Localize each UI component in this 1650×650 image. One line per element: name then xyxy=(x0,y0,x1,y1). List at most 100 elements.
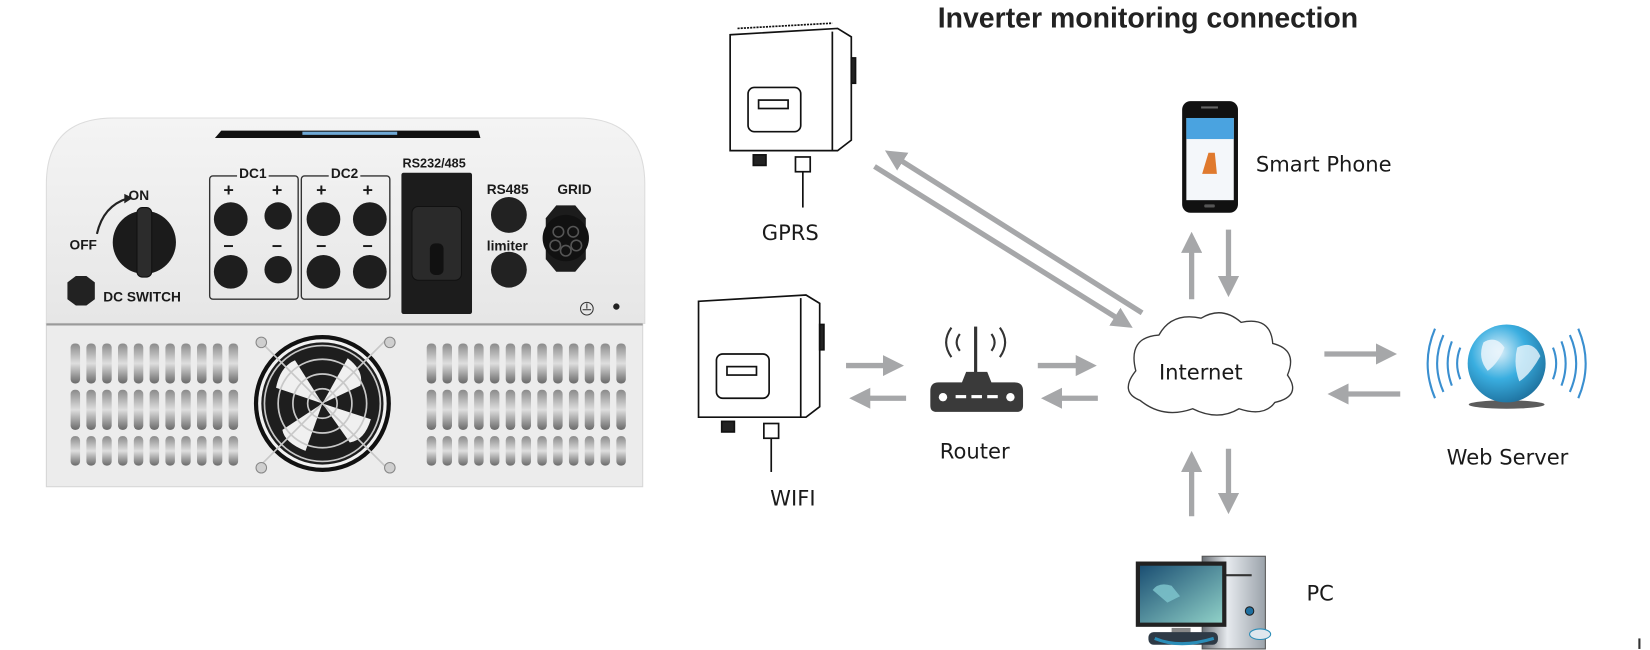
vent-slot xyxy=(489,343,500,384)
vent-slot xyxy=(458,343,468,384)
dc2-plus-1-terminal xyxy=(306,202,341,236)
vent-slot xyxy=(426,389,437,430)
arrow-gprs-to-internet xyxy=(873,164,1133,328)
switch-off-label: OFF xyxy=(69,237,97,253)
vent-slot xyxy=(600,343,611,384)
cooling-fan-icon xyxy=(253,335,396,474)
vent-slot xyxy=(102,343,112,384)
vent-slot xyxy=(133,436,144,466)
dc2-minus-2-terminal xyxy=(352,254,387,289)
vent-slot xyxy=(149,436,160,466)
plus-sign: + xyxy=(271,180,283,201)
vent-slot xyxy=(212,389,223,430)
vent-slot xyxy=(133,389,144,430)
vent-slot xyxy=(165,389,175,430)
dc1-minus-1-terminal xyxy=(213,254,248,289)
vent-slot xyxy=(133,343,144,384)
rs485-port xyxy=(490,197,527,233)
limiter-port xyxy=(490,251,527,288)
vent-slot xyxy=(102,389,112,430)
vent-slot xyxy=(197,343,207,384)
vent-slot xyxy=(616,389,626,430)
vent-slot xyxy=(70,436,81,466)
vent-slot xyxy=(537,389,547,430)
grid-label: GRID xyxy=(557,181,592,198)
plus-sign: + xyxy=(223,180,234,201)
vent-slot xyxy=(426,343,437,384)
dc-switch-knob[interactable] xyxy=(0,0,695,650)
vent-slot xyxy=(505,343,516,384)
vent-slot xyxy=(537,343,547,384)
vent-slot xyxy=(212,436,223,466)
smart-phone-label: Smart Phone xyxy=(1255,151,1392,177)
vent-slot xyxy=(616,436,626,466)
vent-slot xyxy=(212,343,223,384)
pc-label: PC xyxy=(1306,580,1334,606)
dc-switch-label: DC SWITCH xyxy=(103,288,181,305)
vent-slot xyxy=(568,343,579,384)
limiter-label: limiter xyxy=(486,238,528,254)
vent-slot xyxy=(228,389,239,430)
dc2-plus-2-terminal xyxy=(352,202,387,236)
vent-slot xyxy=(181,389,191,430)
dc1-label: DC1 xyxy=(237,165,269,182)
rs485-label: RS485 xyxy=(486,181,529,198)
vent-slot xyxy=(474,389,484,430)
vent-slot xyxy=(537,436,547,466)
diagram-title: Inverter monitoring connection xyxy=(937,2,1359,34)
arrow-internet-to-gprs xyxy=(884,150,1144,316)
vent-slot xyxy=(181,343,191,384)
vent-slot xyxy=(521,343,532,384)
vent-slot xyxy=(165,436,175,466)
vent-slot xyxy=(553,389,563,430)
web-server-label: Web Server xyxy=(1446,444,1569,470)
vent-slot xyxy=(600,436,611,466)
minus-sign: − xyxy=(316,235,327,257)
vent-slot xyxy=(568,436,579,466)
vent-slot xyxy=(489,436,500,466)
vent-slot xyxy=(553,343,563,384)
vent-slot xyxy=(426,436,437,466)
vent-slot xyxy=(102,436,112,466)
wifi-label: WIFI xyxy=(770,485,816,511)
vent-slot xyxy=(86,436,96,466)
vent-slot xyxy=(458,389,468,430)
vent-slot xyxy=(474,436,484,466)
vent-slot xyxy=(474,343,484,384)
minus-sign: − xyxy=(223,235,234,257)
vent-slot xyxy=(118,389,128,430)
vent-slot xyxy=(228,436,239,466)
vent-slot xyxy=(584,389,595,430)
vent-slot xyxy=(165,343,175,384)
vent-slot xyxy=(616,343,626,384)
vent-slot xyxy=(149,389,160,430)
dc2-label: DC2 xyxy=(328,165,361,182)
vent-slot xyxy=(149,343,160,384)
switch-on-label: ON xyxy=(128,187,150,204)
vent-slot xyxy=(181,436,191,466)
vent-slot xyxy=(505,389,516,430)
vent-slot xyxy=(458,436,468,466)
vent-slot xyxy=(600,389,611,430)
vent-slot xyxy=(86,389,96,430)
vent-slot xyxy=(228,343,239,384)
vent-slot xyxy=(584,436,595,466)
vent-slot xyxy=(442,389,452,430)
vent-slot xyxy=(118,343,128,384)
vent-slot xyxy=(118,436,128,466)
vent-slot xyxy=(521,389,532,430)
vent-slot xyxy=(70,343,81,384)
minus-sign: − xyxy=(362,235,373,257)
internet-label: Internet xyxy=(1158,359,1243,385)
plus-sign: + xyxy=(362,180,373,201)
vent-slot xyxy=(70,389,81,430)
router-label: Router xyxy=(939,438,1010,464)
dc1-minus-2-terminal xyxy=(264,256,292,284)
vent-slot xyxy=(584,343,595,384)
